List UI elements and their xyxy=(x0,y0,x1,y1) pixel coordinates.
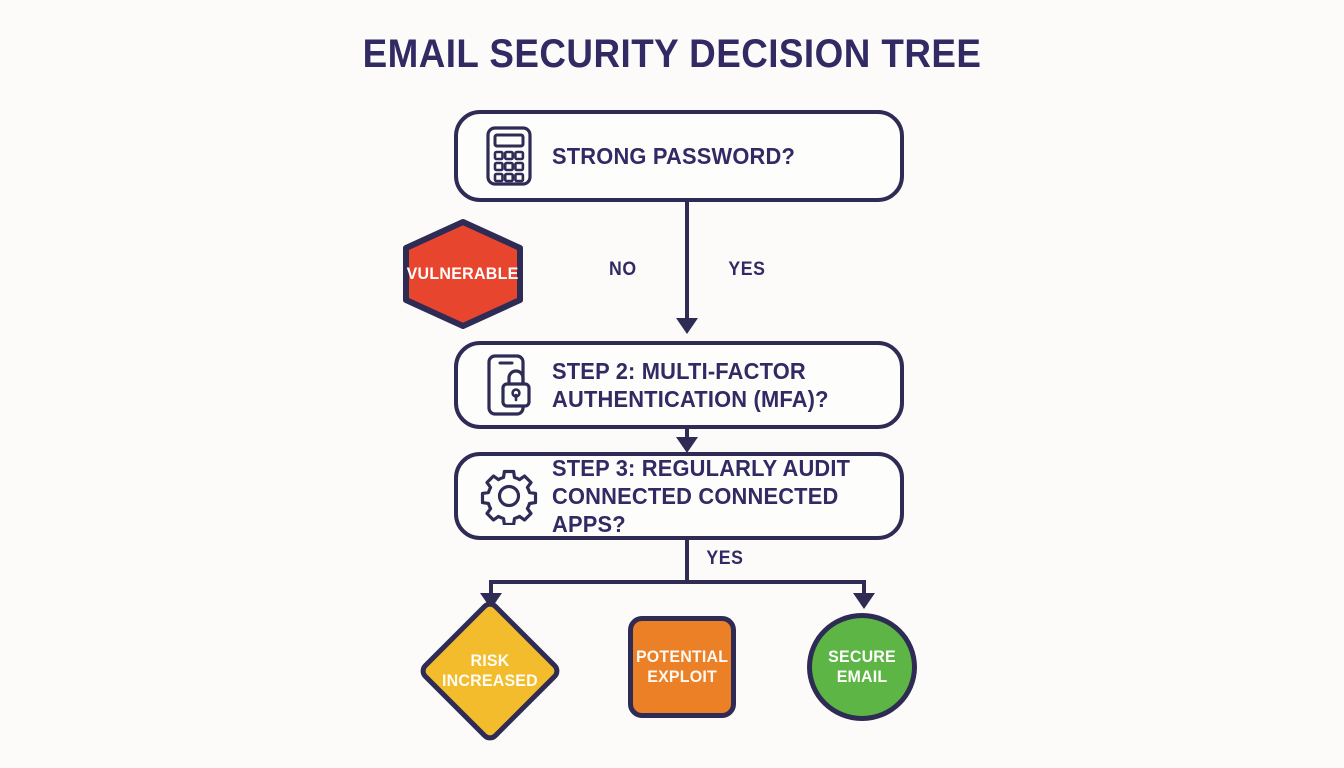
outcome-vulnerable-label: VULNERABLE xyxy=(406,264,520,283)
step2-line1: STEP 2: MULTI-FACTOR xyxy=(552,357,806,384)
exploit-line1: POTENTIAL xyxy=(635,646,729,666)
step2-line2: AUTHENTICATION (MFA)? xyxy=(552,386,829,412)
step-box-strong-password[interactable]: STRONG PASSWORD? xyxy=(454,110,904,202)
step-box-audit-apps[interactable]: STEP 3: REGULARLY AUDIT CONNECTED CONNEC… xyxy=(454,452,904,540)
connector-branch-left xyxy=(489,580,493,598)
step-box-label: STRONG PASSWORD? xyxy=(552,142,883,170)
phone-lock-icon xyxy=(476,353,542,417)
step-box-mfa[interactable]: STEP 2: MULTI-FACTOR AUTHENTICATION (MFA… xyxy=(454,341,904,429)
outcome-potential-exploit[interactable]: POTENTIAL EXPLOIT xyxy=(628,616,736,718)
exploit-line2: EXPLOIT xyxy=(647,667,717,686)
edge-label-yes: YES xyxy=(728,259,766,280)
secure-line2: EMAIL xyxy=(836,667,888,686)
outcome-risk-increased[interactable]: RISK INCREASED xyxy=(415,597,565,745)
outcome-risk-increased-label: RISK INCREASED xyxy=(442,651,538,690)
outcome-potential-exploit-label: POTENTIAL EXPLOIT xyxy=(636,647,728,687)
arrowhead-secure-email xyxy=(853,593,875,609)
connector-branch-right xyxy=(862,580,866,598)
secure-line1: SECURE xyxy=(828,646,896,666)
connector-step2-step3 xyxy=(685,428,689,444)
step-box-label: STEP 3: REGULARLY AUDIT CONNECTED CONNEC… xyxy=(552,454,883,538)
step3-line1: STEP 3: REGULARLY AUDIT xyxy=(552,454,851,481)
connector-step1-step2 xyxy=(685,200,689,322)
gear-icon xyxy=(476,467,542,525)
outcome-secure-email-label: SECURE EMAIL xyxy=(828,647,896,687)
connector-branch-bar xyxy=(489,580,866,584)
calculator-icon xyxy=(476,125,542,187)
risk-line1: RISK xyxy=(470,651,510,671)
risk-line2: INCREASED xyxy=(442,671,538,690)
step3-line2: CONNECTED CONNECTED APPS? xyxy=(552,482,839,538)
arrowhead-step1-step2 xyxy=(676,318,698,334)
edge-label-yes-lower: YES xyxy=(706,548,744,569)
connector-step3-trunk xyxy=(685,539,689,582)
step-box-label: STEP 2: MULTI-FACTOR AUTHENTICATION (MFA… xyxy=(552,357,883,413)
edge-label-no: NO xyxy=(609,259,637,280)
step1-line1: STRONG PASSWORD? xyxy=(552,142,795,169)
outcome-vulnerable[interactable]: VULNERABLE xyxy=(398,218,528,330)
page-title: EMAIL SECURITY DECISION TREE xyxy=(362,32,982,76)
outcome-secure-email[interactable]: SECURE EMAIL xyxy=(807,613,917,721)
arrowhead-step2-step3 xyxy=(676,437,698,453)
